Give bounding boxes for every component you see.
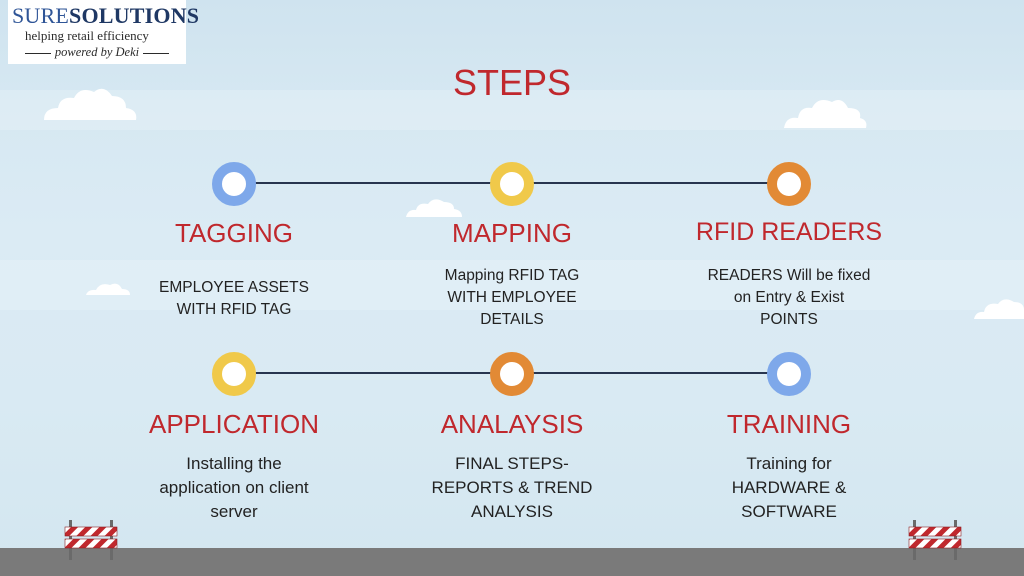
step-node-tagging <box>212 162 256 206</box>
road-ground <box>0 548 1024 576</box>
cloud-icon <box>784 100 867 128</box>
page-title: STEPS <box>452 62 572 103</box>
step-node-analaysis <box>490 352 534 396</box>
sky-band <box>0 260 1024 310</box>
step-desc-mapping: Mapping RFID TAG WITH EMPLOYEE DETAILS <box>392 265 632 331</box>
desc-line: EMPLOYEE ASSETS <box>159 279 309 296</box>
step-heading-rfid-readers: RFID READERS <box>695 218 883 246</box>
step-desc-rfid-readers: READERS Will be fixed on Entry & Exist P… <box>669 265 909 331</box>
company-logo: SURESOLUTIONS helping retail efficiency … <box>8 0 199 64</box>
desc-line: WITH EMPLOYEE <box>447 289 577 306</box>
desc-line: on Entry & Exist <box>733 289 845 306</box>
step-desc-analaysis: FINAL STEPS- REPORTS & TREND ANALYSIS <box>392 452 632 524</box>
step-desc-application: Installing the application on client ser… <box>114 452 354 524</box>
logo-powered-text: powered by Deki <box>54 45 140 59</box>
desc-line: SOFTWARE <box>741 502 837 521</box>
desc-line: WITH RFID TAG <box>176 301 292 318</box>
logo-powered-by: powered by Deki <box>8 45 186 60</box>
step-heading-analaysis: ANALAYSIS <box>440 409 584 439</box>
step-desc-tagging: EMPLOYEE ASSETS WITH RFID TAG <box>114 277 354 321</box>
logo-tagline: helping retail efficiency <box>25 28 149 43</box>
desc-line: POINTS <box>760 311 818 328</box>
step-node-rfid-readers <box>767 162 811 206</box>
desc-line: DETAILS <box>480 311 544 328</box>
desc-line: HARDWARE & <box>731 478 847 497</box>
cloud-icon <box>86 283 130 295</box>
step-node-mapping <box>490 162 534 206</box>
step-heading-application: APPLICATION <box>148 409 319 439</box>
cloud-icon <box>974 299 1024 319</box>
desc-line: Installing the <box>186 454 282 473</box>
desc-line: FINAL STEPS- <box>455 454 569 473</box>
desc-line: REPORTS & TREND <box>431 478 593 497</box>
desc-line: Training for <box>746 454 832 473</box>
cloud-icon <box>406 199 462 217</box>
cloud-icon <box>44 88 137 120</box>
desc-line: ANALYSIS <box>471 502 553 521</box>
road-barrier-icon <box>64 520 118 560</box>
desc-line: Mapping RFID TAG <box>444 267 580 284</box>
step-heading-mapping: MAPPING <box>452 218 572 248</box>
desc-line: server <box>210 502 258 521</box>
desc-line: READERS Will be fixed <box>707 267 871 284</box>
logo-brand-part2: SOLUTIONS <box>69 3 200 28</box>
road-barrier-icon <box>908 520 962 560</box>
step-heading-training: TRAINING <box>726 409 852 439</box>
step-heading-tagging: TAGGING <box>175 218 293 248</box>
logo-brand-part1: SURE <box>12 3 70 28</box>
step-desc-training: Training for HARDWARE & SOFTWARE <box>669 452 909 524</box>
step-node-application <box>212 352 256 396</box>
step-node-training <box>767 352 811 396</box>
desc-line: application on client <box>159 478 309 497</box>
logo-brand: SURESOLUTIONS <box>12 3 199 29</box>
